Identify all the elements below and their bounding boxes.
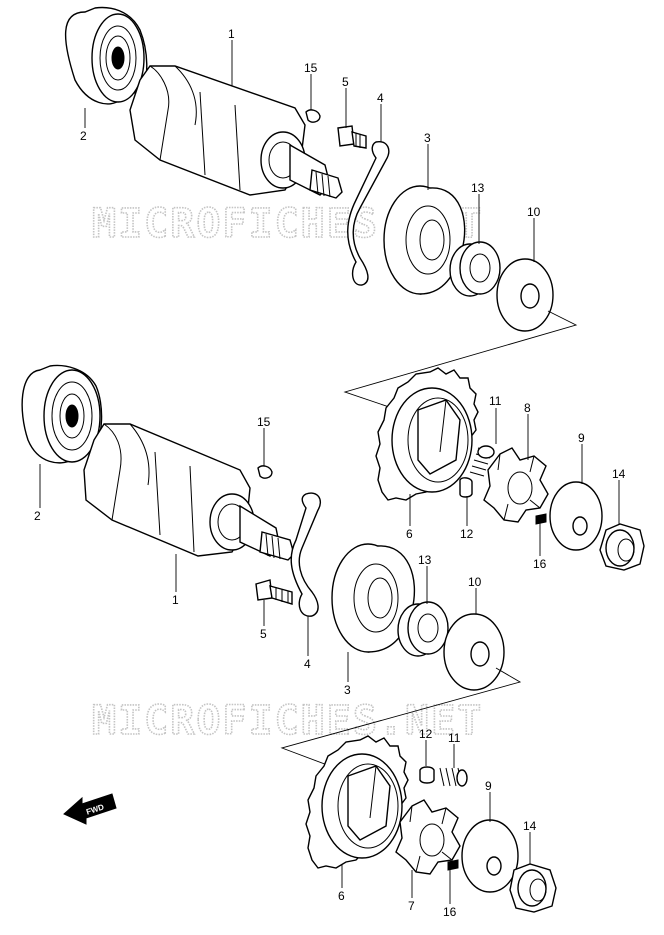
spacer-13-middle — [397, 601, 449, 657]
callout-13-middle: 13 — [418, 553, 432, 567]
damper-8-upper — [483, 447, 549, 523]
damper-7-bottom — [395, 799, 461, 875]
callout-2-middle: 2 — [34, 509, 41, 523]
callout-11-upper: 11 — [489, 394, 502, 408]
callout-7-bottom: 7 — [408, 899, 415, 913]
plate-4-top — [347, 141, 390, 286]
callout-15-top: 15 — [304, 61, 318, 75]
nut-14-bottom — [509, 863, 557, 913]
callout-15-middle: 15 — [257, 415, 271, 429]
pin-16-bottom — [447, 859, 459, 871]
callout-16-bottom: 16 — [443, 905, 457, 919]
callout-1-middle: 1 — [172, 593, 179, 607]
washer-9-bottom — [461, 819, 519, 893]
callout-16-upper: 16 — [533, 557, 547, 571]
callout-6-bottom: 6 — [338, 889, 345, 903]
pin-16-upper — [535, 513, 547, 525]
bolt-5-middle — [255, 579, 293, 605]
callout-4-top: 4 — [377, 91, 384, 105]
pin-12-bottom — [419, 766, 435, 784]
bolt-5-top — [337, 125, 367, 149]
pin-12-upper — [459, 477, 473, 498]
gear-6-bottom — [305, 735, 409, 869]
nut-14-upper — [599, 523, 645, 571]
callout-9-bottom: 9 — [485, 779, 492, 793]
bearing-2-middle — [21, 364, 103, 464]
key-15-top — [305, 109, 321, 123]
callout-13-top: 13 — [471, 181, 485, 195]
callout-1-top: 1 — [228, 27, 235, 41]
top-assembly: 1 2 15 5 4 3 13 10 — [65, 6, 554, 332]
gear-6-upper — [375, 367, 479, 501]
spring-11-upper — [469, 445, 495, 477]
callout-14-bottom: 14 — [523, 819, 537, 833]
watermark-bottom: MICROFICHES.NET — [92, 698, 483, 744]
bottom-drive-assembly: 12 11 9 14 6 7 16 — [305, 727, 557, 919]
connector-line-lower — [280, 667, 522, 767]
callout-10-middle: 10 — [468, 575, 482, 589]
upper-drive-assembly: 11 8 9 14 6 12 16 — [375, 367, 645, 571]
plate-4-middle — [290, 492, 322, 617]
callout-3-middle: 3 — [344, 683, 351, 697]
washer-10-top — [496, 258, 554, 332]
callout-5-middle: 5 — [260, 627, 267, 641]
callout-12-upper: 12 — [460, 527, 474, 541]
callout-8-upper: 8 — [524, 401, 531, 415]
callout-4-middle: 4 — [304, 657, 311, 671]
balancer-shaft-1-top — [129, 65, 343, 199]
callout-10-top: 10 — [527, 205, 541, 219]
callout-3-top: 3 — [424, 131, 431, 145]
spacer-13-top — [449, 241, 501, 297]
balancer-shaft-1-middle — [83, 423, 295, 561]
callout-11-bottom: 11 — [448, 731, 461, 745]
callout-2-top: 2 — [80, 129, 87, 143]
callout-12-bottom: 12 — [419, 727, 433, 741]
bearing-2-top — [65, 6, 148, 105]
connector-line-upper — [343, 310, 578, 411]
callout-6-upper: 6 — [406, 527, 413, 541]
spring-11-bottom — [439, 767, 468, 787]
callout-14-upper: 14 — [612, 467, 626, 481]
washer-9-upper — [549, 481, 603, 551]
middle-assembly: 15 2 1 5 4 3 13 10 — [21, 364, 505, 697]
washer-10-middle — [443, 613, 505, 691]
fwd-arrow-icon: FWD — [63, 793, 117, 825]
callout-9-upper: 9 — [578, 431, 585, 445]
callout-5-top: 5 — [342, 75, 349, 89]
key-15-middle — [257, 465, 273, 479]
